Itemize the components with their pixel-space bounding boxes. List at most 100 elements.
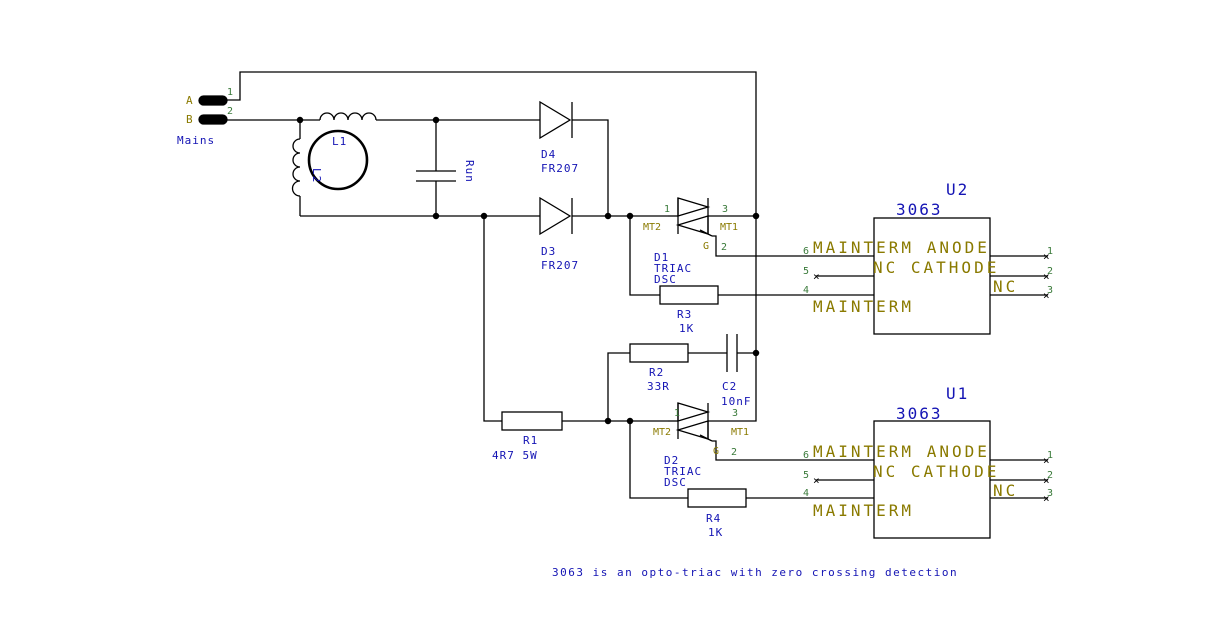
connector-pin-b [198,114,228,125]
junction-dot [480,212,488,220]
d1-pin-2: 2 [721,242,727,253]
r4-ref: R4 [706,512,721,525]
connector-label-a: A [186,94,193,107]
d2-gate-label: G [713,446,719,457]
wire-d2-r4 [629,421,688,499]
motor-ref: L1 [332,135,347,148]
u2-pin-2: 2 [1047,266,1053,277]
nc-cross-mark: × [1043,454,1051,467]
junction-dot [752,349,760,357]
d3-value: FR207 [541,259,579,272]
opto-triac-u1: U1 3063 × 6 5 4 × × × 1 2 3 MAINTERM ANO… [803,384,1053,539]
u1-pin-6: 6 [803,450,809,461]
u2-pin-5: 5 [803,266,809,277]
triac-triangle [677,402,711,422]
junction-dot [626,212,634,220]
resistor-body [501,411,563,431]
connector-pin-number-2: 2 [227,106,233,117]
u1-part: 3063 [896,404,943,423]
resistor-body [659,285,719,305]
u2-pin-3: 3 [1047,285,1053,296]
d1-ref: D1 [654,251,669,264]
r2-value: 33R [647,380,670,393]
d1-value-1: TRIAC [654,262,692,275]
capacitor-c2: C2 10nF [721,334,752,408]
motor: L1 L2 Run [291,112,476,197]
u1-pin-4: 4 [803,488,809,499]
resistor-r3: R3 1K [659,285,719,335]
u1-pin-5: 5 [803,470,809,481]
triac-triangle [675,215,709,235]
winding-label: L2 [310,168,323,183]
r2-ref: R2 [649,366,664,379]
d1-value-2: DSC [654,273,677,286]
wire-d1-gate [712,235,812,257]
u1-pin-1: 1 [1047,450,1053,461]
d1-mt2-label: MT2 [643,222,661,233]
d2-pin-3: 3 [732,408,738,419]
c2-value: 10nF [721,395,752,408]
d2-pin-2: 2 [731,447,737,458]
d2-ref: D2 [664,454,679,467]
nc-cross-mark: × [1043,250,1051,263]
r3-ref: R3 [677,308,692,321]
resistor-body [687,488,747,508]
u2-pin-4: 4 [803,285,809,296]
u2-row-1: MAINTERM ANODE [813,238,990,257]
wire-snubber-left [607,352,630,421]
u1-row-3-right: NC [993,481,1018,500]
triac-triangle [677,197,711,217]
nc-cross-mark: × [1043,289,1051,302]
junction-dot [752,212,760,220]
junctions [296,116,760,425]
u2-part: 3063 [896,200,943,219]
nc-cross-mark: × [1043,492,1051,505]
d2-value-2: DSC [664,476,687,489]
d1-mt1-label: MT1 [720,222,738,233]
diode-d3: D3 FR207 [539,196,579,272]
connector-ref: Mains [177,134,215,147]
junction-dot [604,417,612,425]
diode-d4: D4 FR207 [539,100,579,175]
mains-connector: A B 1 2 Mains [177,87,233,147]
d2-mt2-label: MT2 [653,427,671,438]
wire-r1-left [483,216,502,422]
u1-ref: U1 [946,384,969,403]
triac-triangle [675,420,709,440]
connector-pin-a [198,95,228,106]
schematic-note: 3063 is an opto-triac with zero crossing… [552,566,958,579]
u1-pin-2: 2 [1047,470,1053,481]
nc-cross-mark: × [813,270,821,283]
junction-dot [296,116,304,124]
d2-value-1: TRIAC [664,465,702,478]
nc-cross-mark: × [813,474,821,487]
c2-ref: C2 [722,380,737,393]
triac-d1: 1 3 2 MT2 MT1 G D1 TRIAC DSC [643,197,738,286]
wire-d1-r3 [629,216,660,296]
r1-value: 4R7 5W [492,449,538,462]
d3-ref: D3 [541,245,556,258]
r3-value: 1K [679,322,694,335]
u2-row-2: NC CATHODE [873,258,999,277]
junction-dot [604,212,612,220]
junction-dot [626,417,634,425]
d1-pin-1: 1 [664,204,670,215]
d1-pin-3: 3 [722,204,728,215]
wire-d2-mt1 [726,410,757,422]
u1-row-3-left: MAINTERM [813,501,914,520]
opto-triac-u2: U2 3063 × 6 5 4 × × × 1 2 3 MAINTERM ANO… [803,180,1053,335]
inductor-l2-coil [291,138,301,197]
wires [227,71,812,499]
resistor-r2: R2 33R [629,343,689,393]
r4-value: 1K [708,526,723,539]
wire-d2-gate [712,440,812,461]
r1-ref: R1 [523,434,538,447]
u1-row-2: NC CATHODE [873,462,999,481]
diode-symbol [539,100,572,140]
nc-cross-mark: × [1043,474,1051,487]
u2-row-3-right: NC [993,277,1018,296]
junction-dot [432,116,440,124]
d2-pin-1: 1 [674,408,680,419]
d4-value: FR207 [541,162,579,175]
resistor-body [629,343,689,363]
